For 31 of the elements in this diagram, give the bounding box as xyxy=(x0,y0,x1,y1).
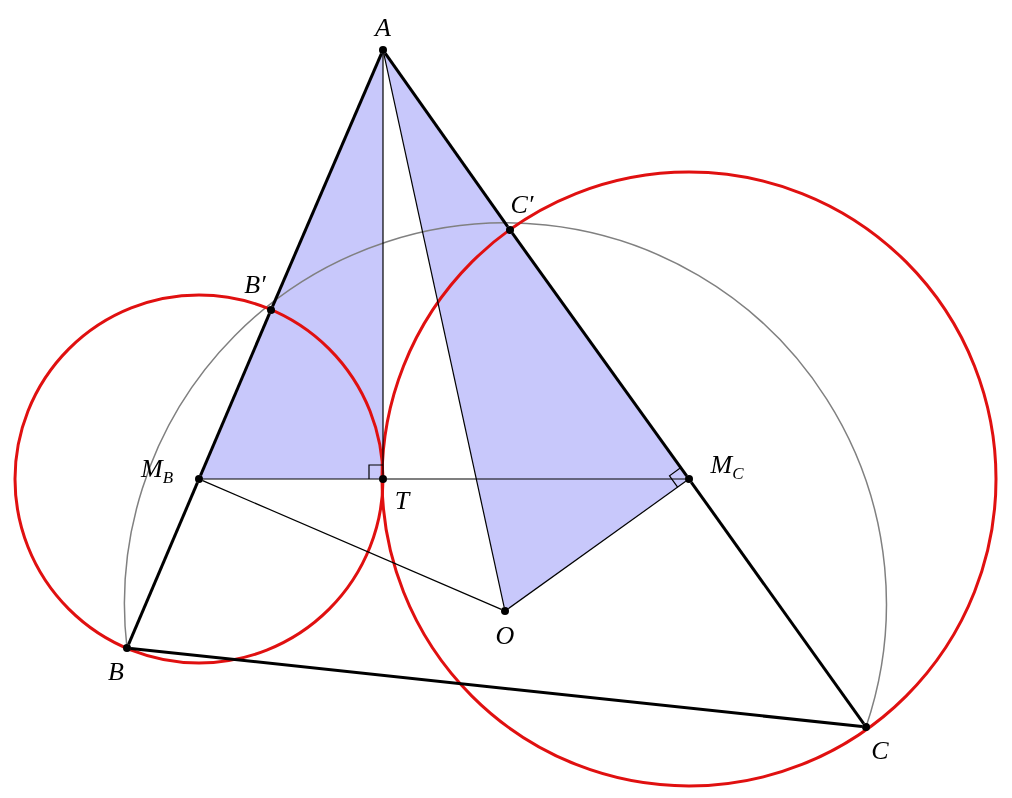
point-label: B xyxy=(108,659,124,685)
point-label: M$_{B}$ xyxy=(140,455,174,487)
point-dot xyxy=(685,475,693,483)
point-label: T xyxy=(394,488,410,514)
point-label: C xyxy=(871,738,889,764)
line-segment xyxy=(511,232,688,477)
line-segment xyxy=(386,478,686,480)
line-segment xyxy=(127,482,199,645)
point-dot xyxy=(195,475,203,483)
line-segment xyxy=(382,53,384,476)
line-segment xyxy=(507,480,687,610)
line-segment xyxy=(384,52,509,228)
point-label: O xyxy=(495,623,515,649)
point-dot xyxy=(123,644,131,652)
point-label: A xyxy=(375,15,391,41)
point-dot xyxy=(379,46,387,54)
line-segment xyxy=(690,481,865,725)
line-segment xyxy=(271,53,383,307)
point-label: B′ xyxy=(244,272,266,298)
line-segment xyxy=(202,478,380,480)
point-dot xyxy=(379,475,387,483)
point-dot xyxy=(267,306,275,314)
line-segment xyxy=(130,646,863,729)
point-label: C′ xyxy=(510,192,534,218)
line-segment xyxy=(202,479,502,610)
line-segment xyxy=(383,53,505,608)
line-segment xyxy=(199,313,271,476)
point-dot xyxy=(501,607,509,615)
point-label: M$_{C}$ xyxy=(710,451,744,483)
point-dot xyxy=(506,226,514,234)
point-dot xyxy=(862,723,870,731)
